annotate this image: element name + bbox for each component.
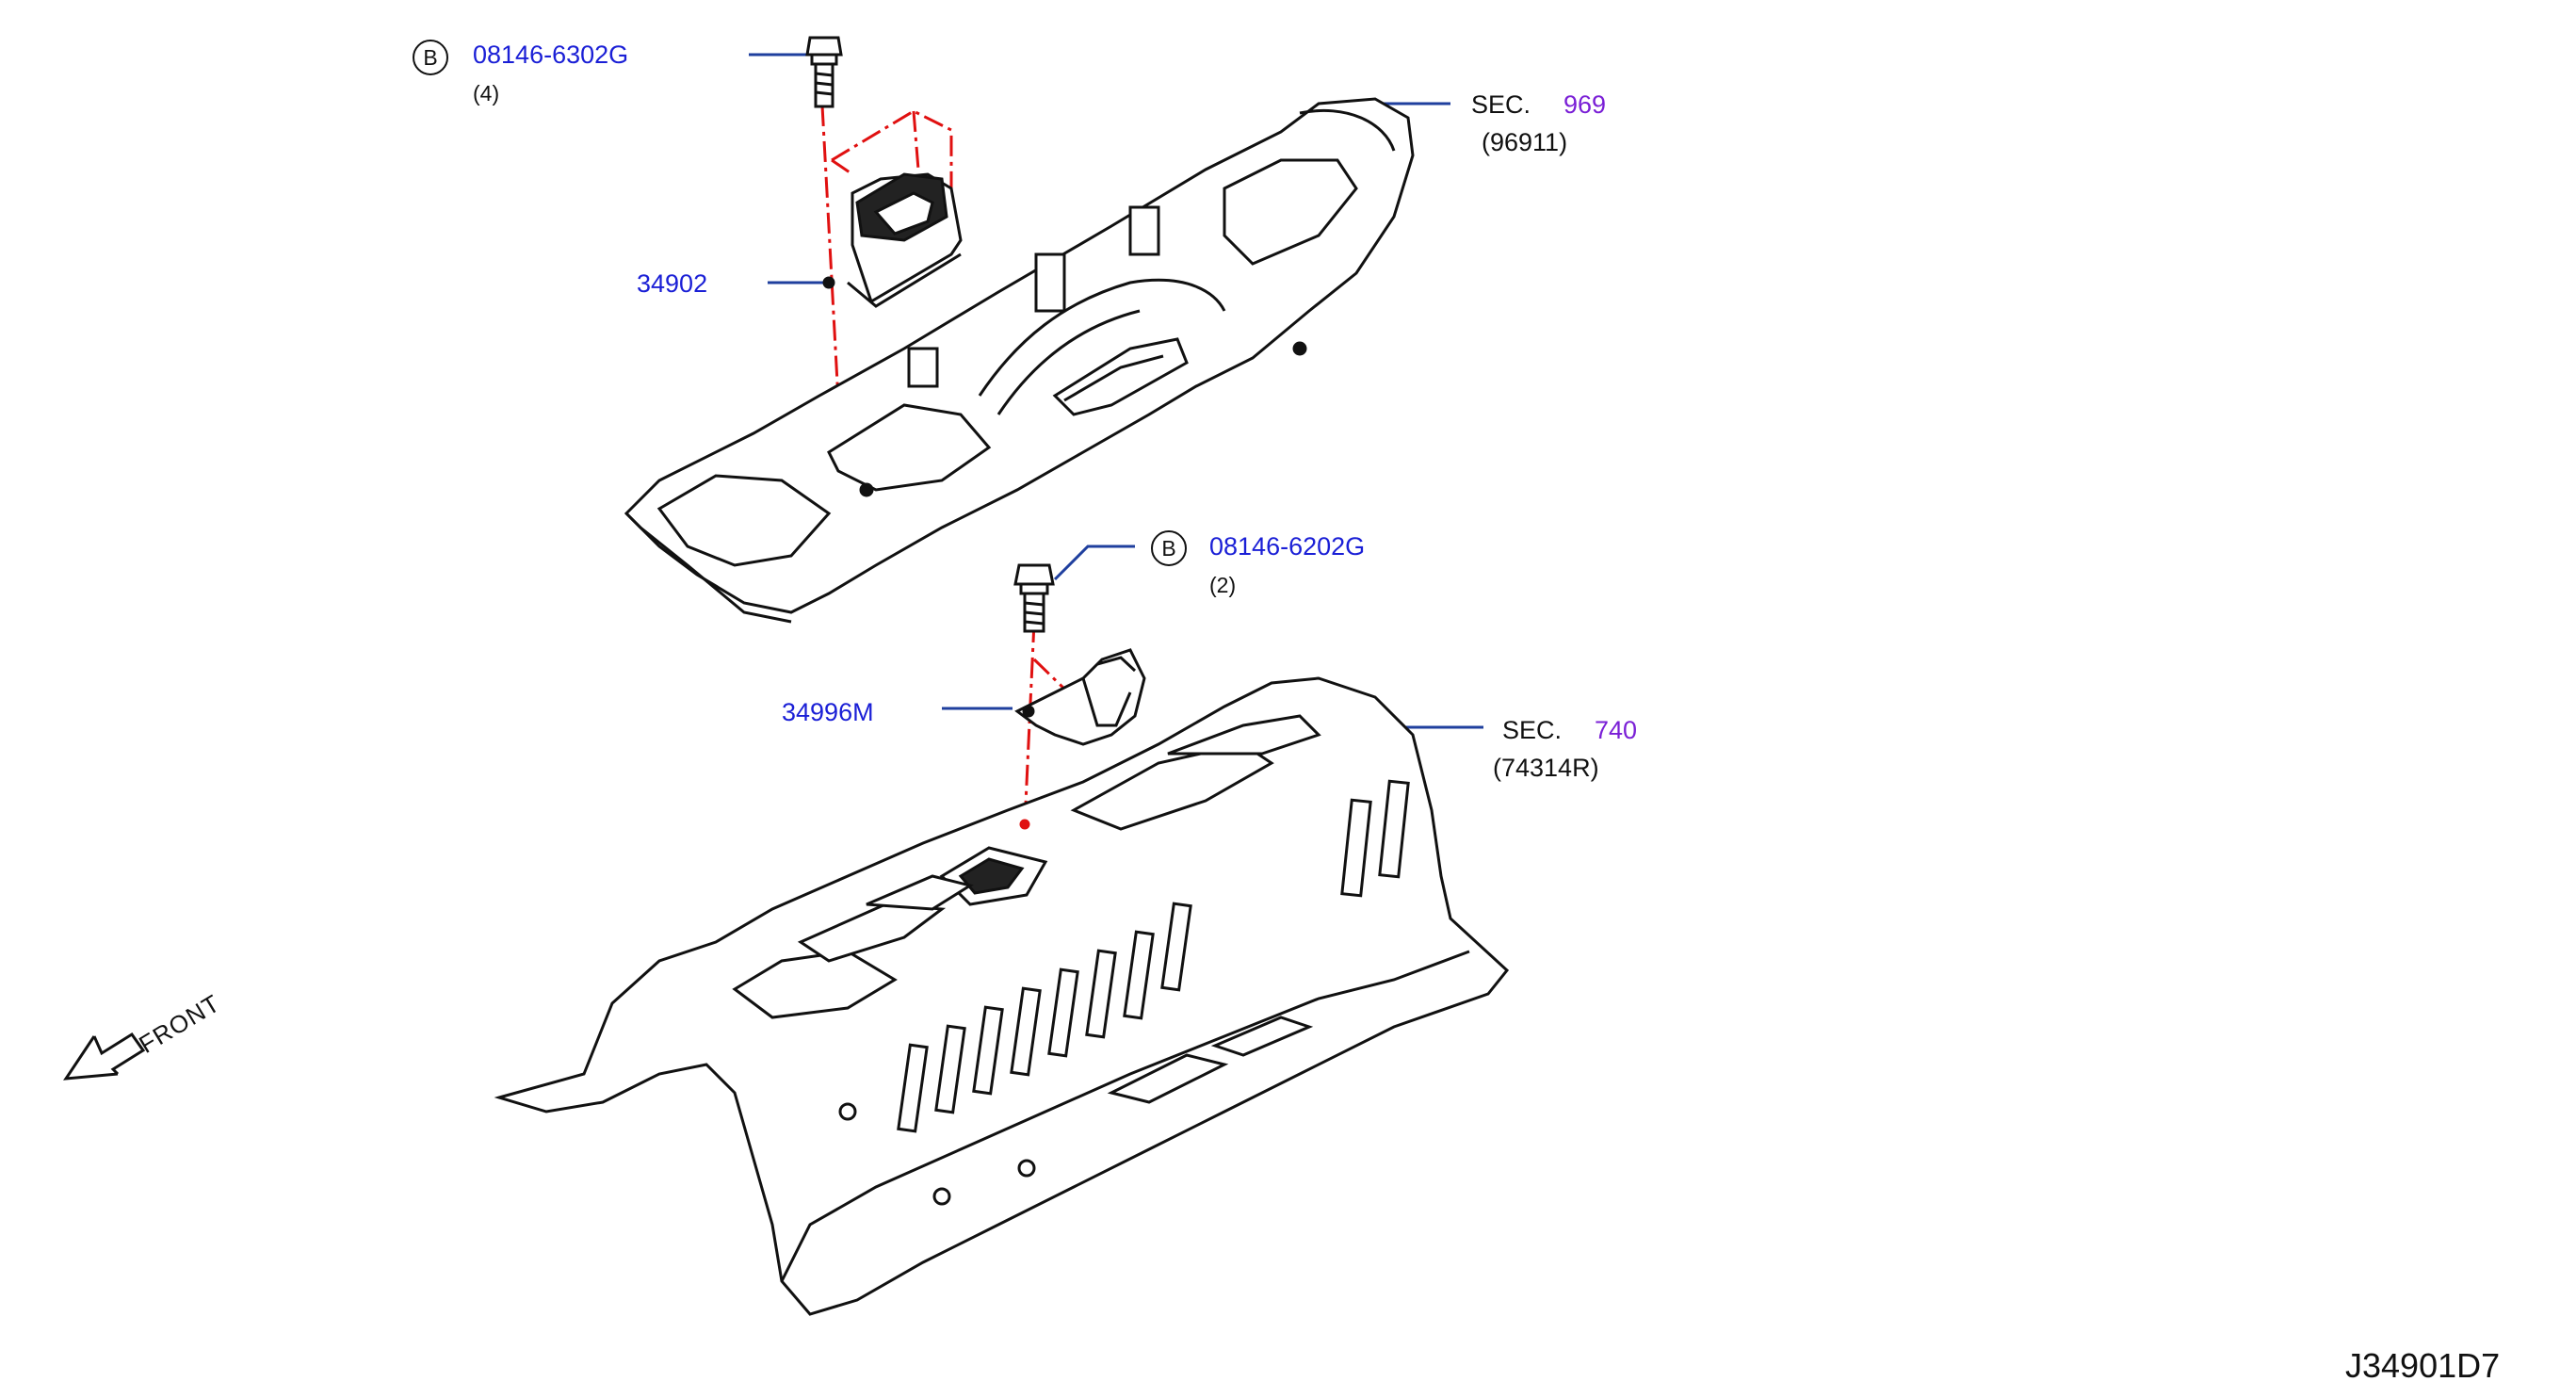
bolt-upper-quantity: (4) — [473, 81, 500, 106]
bolt-upper-part-number[interactable]: 08146-6302G — [473, 41, 629, 69]
diagram-reference: J34901D7 — [2345, 1346, 2501, 1385]
bolt-lower-quantity: (2) — [1209, 573, 1237, 597]
shift-selector-drawing — [822, 172, 963, 308]
shift-selector-part-number[interactable]: 34902 — [637, 269, 708, 298]
bolt-upper-marker: B — [413, 40, 448, 75]
sec-969-prefix: SEC. — [1471, 90, 1531, 119]
sec-969-sub: (96911) — [1482, 128, 1568, 156]
bolt-lower-marker: B — [1151, 530, 1187, 566]
bolt-upper-drawing — [805, 36, 843, 108]
floor-panel-drawing — [494, 676, 1510, 1316]
bracket-part-number[interactable]: 34996M — [782, 698, 874, 726]
leader-bolt-lower — [1053, 545, 1135, 581]
center-console-drawing — [624, 97, 1415, 624]
bolt-lower-part-number[interactable]: 08146-6202G — [1209, 532, 1366, 561]
leader-lines — [749, 53, 1483, 729]
front-arrow-icon — [63, 1032, 146, 1081]
sec-969-number[interactable]: 969 — [1563, 90, 1607, 119]
bolt-lower-drawing — [1013, 563, 1055, 633]
sec-740-number[interactable]: 740 — [1595, 716, 1638, 744]
alignment-line-lower — [1023, 621, 1036, 825]
bracket-drawing — [1014, 648, 1146, 746]
sec-740-prefix: SEC. — [1502, 716, 1563, 744]
sec-740-sub: (74314R) — [1493, 754, 1599, 782]
